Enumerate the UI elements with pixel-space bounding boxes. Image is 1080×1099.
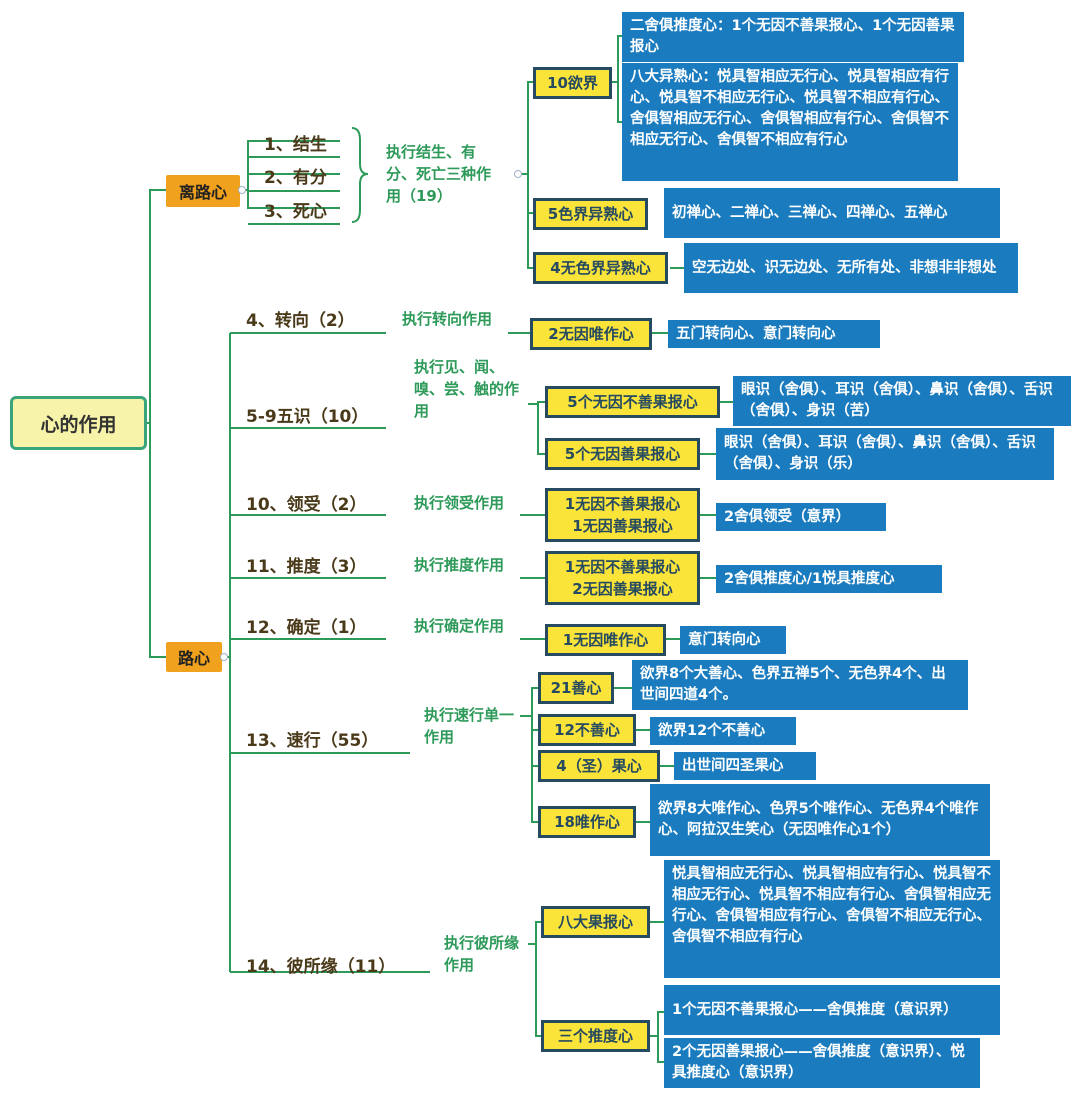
detail-se-jie: 初禅心、二禅心、三禅心、四禅心、五禅心 bbox=[664, 188, 1000, 238]
detail-21-shan: 欲界8个大善心、色界五禅5个、无色界4个、出世间四道4个。 bbox=[632, 660, 968, 710]
lu-action-11: 执行推度作用 bbox=[414, 556, 505, 574]
lilu-item-3: 3、死心 bbox=[264, 202, 327, 222]
lu-action-12: 执行确定作用 bbox=[414, 617, 505, 635]
lu-label-11: 11、推度（3） bbox=[246, 557, 367, 577]
group-18-weizuo[interactable]: 18唯作心 bbox=[538, 806, 636, 838]
lu-action-5-9: 执行见、闻、嗅、尝、触的作用 bbox=[414, 358, 520, 420]
lu-label-10: 10、领受（2） bbox=[246, 495, 367, 515]
root-node[interactable]: 心的作用 bbox=[10, 396, 147, 450]
group-shan-5[interactable]: 5个无因善果报心 bbox=[545, 438, 700, 470]
lu-action-13: 执行速行单一作用 bbox=[424, 706, 515, 746]
group-ba-da-guobao[interactable]: 八大果报心 bbox=[541, 906, 650, 938]
lu-action-10: 执行领受作用 bbox=[414, 494, 505, 512]
group-21-shan[interactable]: 21善心 bbox=[538, 672, 614, 704]
branch-lilu[interactable]: 离路心 bbox=[166, 175, 240, 207]
lu-label-4: 4、转向（2） bbox=[246, 311, 355, 331]
detail-shan-5: 眼识（舍俱）、耳识（舍俱）、鼻识（舍俱）、舌识（舍俱）、身识（乐） bbox=[716, 428, 1054, 480]
collapse-dot[interactable] bbox=[514, 170, 522, 178]
group-queding[interactable]: 1无因唯作心 bbox=[545, 624, 666, 656]
group-buxian-5[interactable]: 5个无因不善果报心 bbox=[545, 386, 720, 418]
group-tuidu-line2: 2无因善果报心 bbox=[572, 580, 673, 598]
detail-tuidu: 2舍俱推度心/1悦具推度心 bbox=[716, 565, 942, 593]
lu-label-5-9: 5-9五识（10） bbox=[246, 407, 369, 427]
group-12-bushan[interactable]: 12不善心 bbox=[538, 714, 636, 746]
lilu-item-1: 1、结生 bbox=[264, 135, 327, 155]
detail-ba-da: 八大异熟心：悦具智相应无行心、悦具智相应有行心、悦具智不相应无行心、悦具智不相应… bbox=[622, 63, 958, 181]
group-lingshou-line1: 1无因不善果报心 bbox=[564, 495, 681, 513]
group-tuidu-line1: 1无因不善果报心 bbox=[564, 558, 681, 576]
detail-wu-se-jie: 空无边处、识无边处、无所有处、非想非非想处 bbox=[684, 243, 1018, 293]
lu-action-4: 执行转向作用 bbox=[402, 310, 493, 328]
group-5-sejie[interactable]: 5色界异熟心 bbox=[533, 198, 648, 230]
detail-ba-da-guobao: 悦具智相应无行心、悦具智相应有行心、悦具智不相应无行心、悦具智不相应有行心、舍俱… bbox=[664, 860, 1000, 978]
group-lingshou[interactable]: 1无因不善果报心 1无因善果报心 bbox=[545, 488, 700, 542]
group-10-yujie[interactable]: 10欲界 bbox=[533, 67, 612, 99]
lu-action-14: 执行彼所缘作用 bbox=[444, 934, 520, 974]
branch-lu[interactable]: 路心 bbox=[166, 642, 222, 672]
lu-label-14: 14、彼所缘（11） bbox=[246, 957, 396, 977]
detail-12-bushan: 欲界12个不善心 bbox=[650, 717, 796, 745]
group-tuidu[interactable]: 1无因不善果报心 2无因善果报心 bbox=[545, 551, 700, 605]
group-4-wusejie[interactable]: 4无色界异熟心 bbox=[533, 252, 668, 284]
lu-label-12: 12、确定（1） bbox=[246, 618, 367, 638]
group-zhuanxiang[interactable]: 2无因唯作心 bbox=[530, 318, 652, 350]
detail-zhuanxiang: 五门转向心、意门转向心 bbox=[668, 320, 880, 348]
detail-lingshou: 2舍俱领受（意界） bbox=[716, 503, 886, 531]
lilu-action: 执行结生、有分、死亡三种作用（19） bbox=[386, 143, 492, 205]
detail-4-guo: 出世间四圣果心 bbox=[674, 752, 816, 780]
lu-label-13: 13、速行（55） bbox=[246, 731, 379, 751]
detail-er-she: 二舍俱推度心：1个无因不善果报心、1个无因善果报心 bbox=[622, 12, 964, 62]
detail-tuidu-1: 1个无因不善果报心——舍俱推度（意识界） bbox=[664, 985, 1000, 1035]
collapse-dot[interactable] bbox=[238, 186, 246, 194]
group-4-guo[interactable]: 4（圣）果心 bbox=[538, 750, 660, 782]
group-lingshou-line2: 1无因善果报心 bbox=[572, 517, 673, 535]
detail-18-weizuo: 欲界8大唯作心、色界5个唯作心、无色界4个唯作心、阿拉汉生笑心（无因唯作心1个） bbox=[650, 784, 990, 856]
detail-queding: 意门转向心 bbox=[680, 626, 786, 654]
lilu-item-2: 2、有分 bbox=[264, 168, 327, 188]
collapse-dot[interactable] bbox=[220, 653, 228, 661]
detail-buxian-5: 眼识（舍俱）、耳识（舍俱）、鼻识（舍俱）、舌识（舍俱）、身识（苦） bbox=[733, 376, 1071, 426]
group-san-ge-tuidu[interactable]: 三个推度心 bbox=[541, 1020, 650, 1052]
detail-tuidu-2: 2个无因善果报心——舍俱推度（意识界）、悦具推度心（意识界） bbox=[664, 1038, 980, 1088]
